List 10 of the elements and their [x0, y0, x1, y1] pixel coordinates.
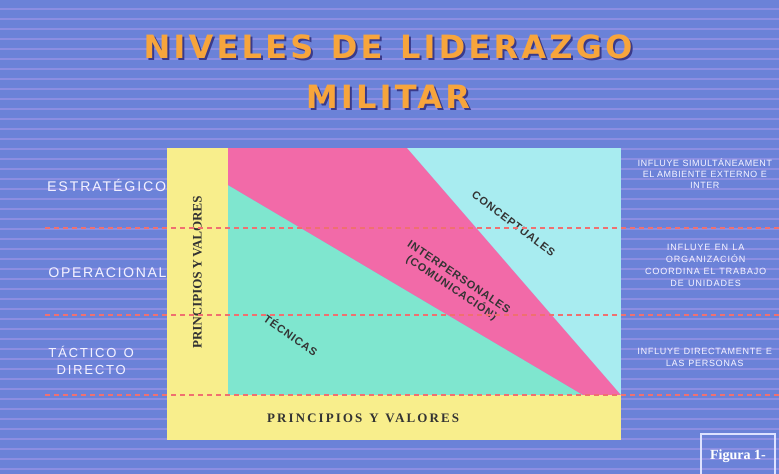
- horizontal-band: PRINCIPIOS Y VALORES: [167, 395, 621, 440]
- vertical-band: PRINCIPIOS Y VALORES: [167, 148, 228, 395]
- level-text: INFLUYE DIRECTAMENTE E LAS PERSONAS: [636, 345, 774, 369]
- level-text: OPERACIONAL: [47, 263, 168, 282]
- level-text: INFLUYE SIMULTÁNEAMENT EL AMBIENTE EXTERNO E INTER: [636, 158, 774, 191]
- level-text: ESTRATÉGICO: [46, 177, 168, 196]
- figure-label-box: Figura 1-: [700, 433, 776, 474]
- level-text: INFLUYE EN LA ORGANIZACIÓN COORDINA EL TRABAJO DE UNIDADES: [644, 241, 768, 289]
- title: NIVELES DE LIDERAZGO MILITAR: [142, 27, 637, 118]
- level-text: TÁCTICO O DIRECTO: [47, 344, 137, 378]
